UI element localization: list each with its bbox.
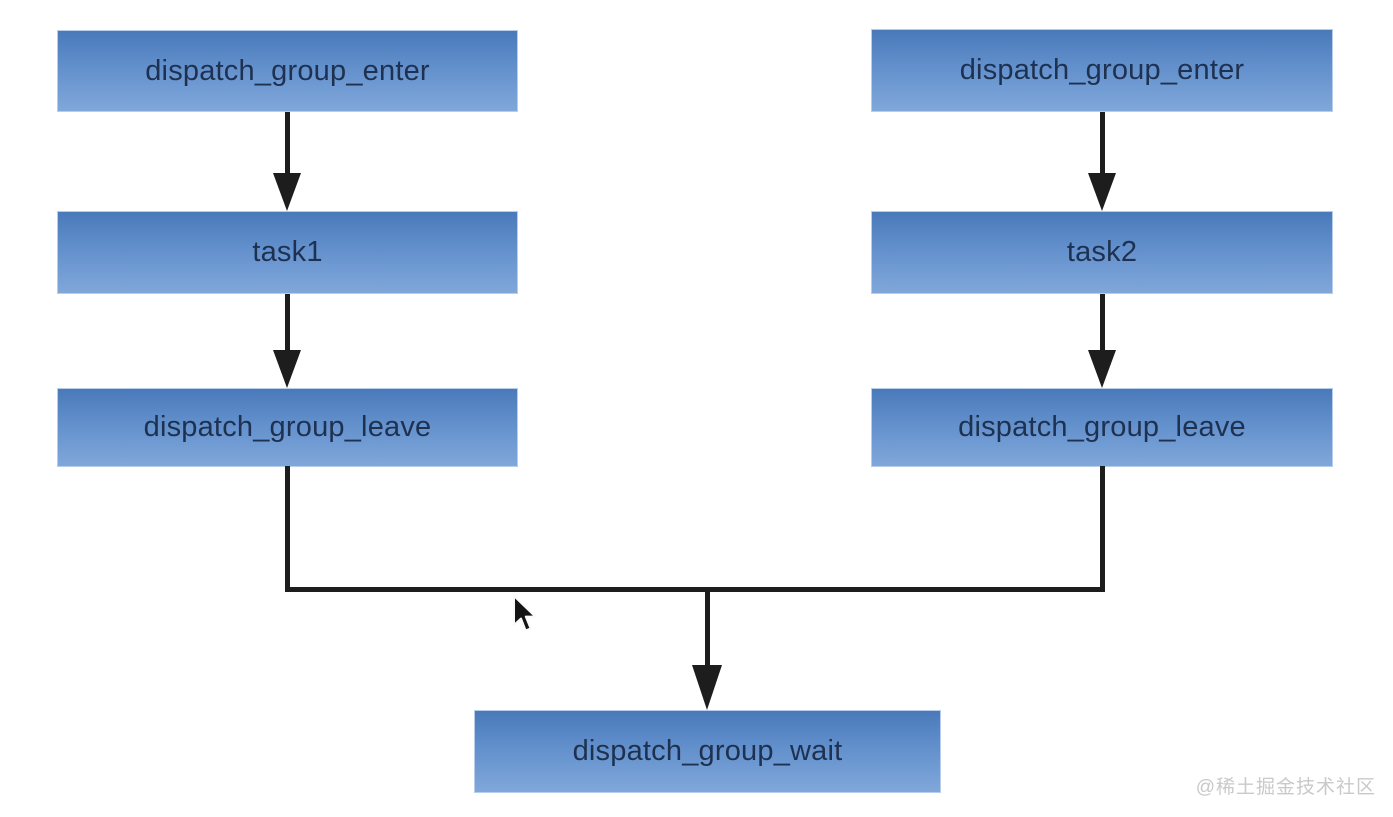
edge-enterleft-task1-shaft [285, 112, 290, 173]
edge-task1-leaveleft-shaft [285, 294, 290, 350]
edge-merge-wait-arrowhead-icon [692, 665, 722, 710]
edge-merge-wait-shaft [705, 592, 710, 665]
node-task2: task2 [871, 211, 1333, 294]
edge-task2-leaveright-shaft [1100, 294, 1105, 350]
node-dispatch-group-leave-right: dispatch_group_leave [871, 388, 1333, 467]
node-dispatch-group-enter-left: dispatch_group_enter [57, 30, 518, 112]
node-dispatch-group-enter-right: dispatch_group_enter [871, 29, 1333, 112]
edge-leaveleft-merge-vline [285, 466, 290, 592]
edge-task1-leaveleft-arrowhead-icon [273, 350, 301, 388]
node-task1: task1 [57, 211, 518, 294]
juejin-watermark: @稀土掘金技术社区 [1195, 777, 1376, 798]
edge-leaveright-merge-vline [1100, 466, 1105, 592]
node-dispatch-group-leave-left: dispatch_group_leave [57, 388, 518, 467]
mouse-cursor-icon [513, 595, 537, 632]
edge-enterright-task2-shaft [1100, 112, 1105, 173]
edge-merge-hline [285, 587, 1105, 592]
edge-enterleft-task1-arrowhead-icon [273, 173, 301, 211]
node-dispatch-group-wait: dispatch_group_wait [474, 710, 941, 793]
edge-enterright-task2-arrowhead-icon [1088, 173, 1116, 211]
edge-task2-leaveright-arrowhead-icon [1088, 350, 1116, 388]
